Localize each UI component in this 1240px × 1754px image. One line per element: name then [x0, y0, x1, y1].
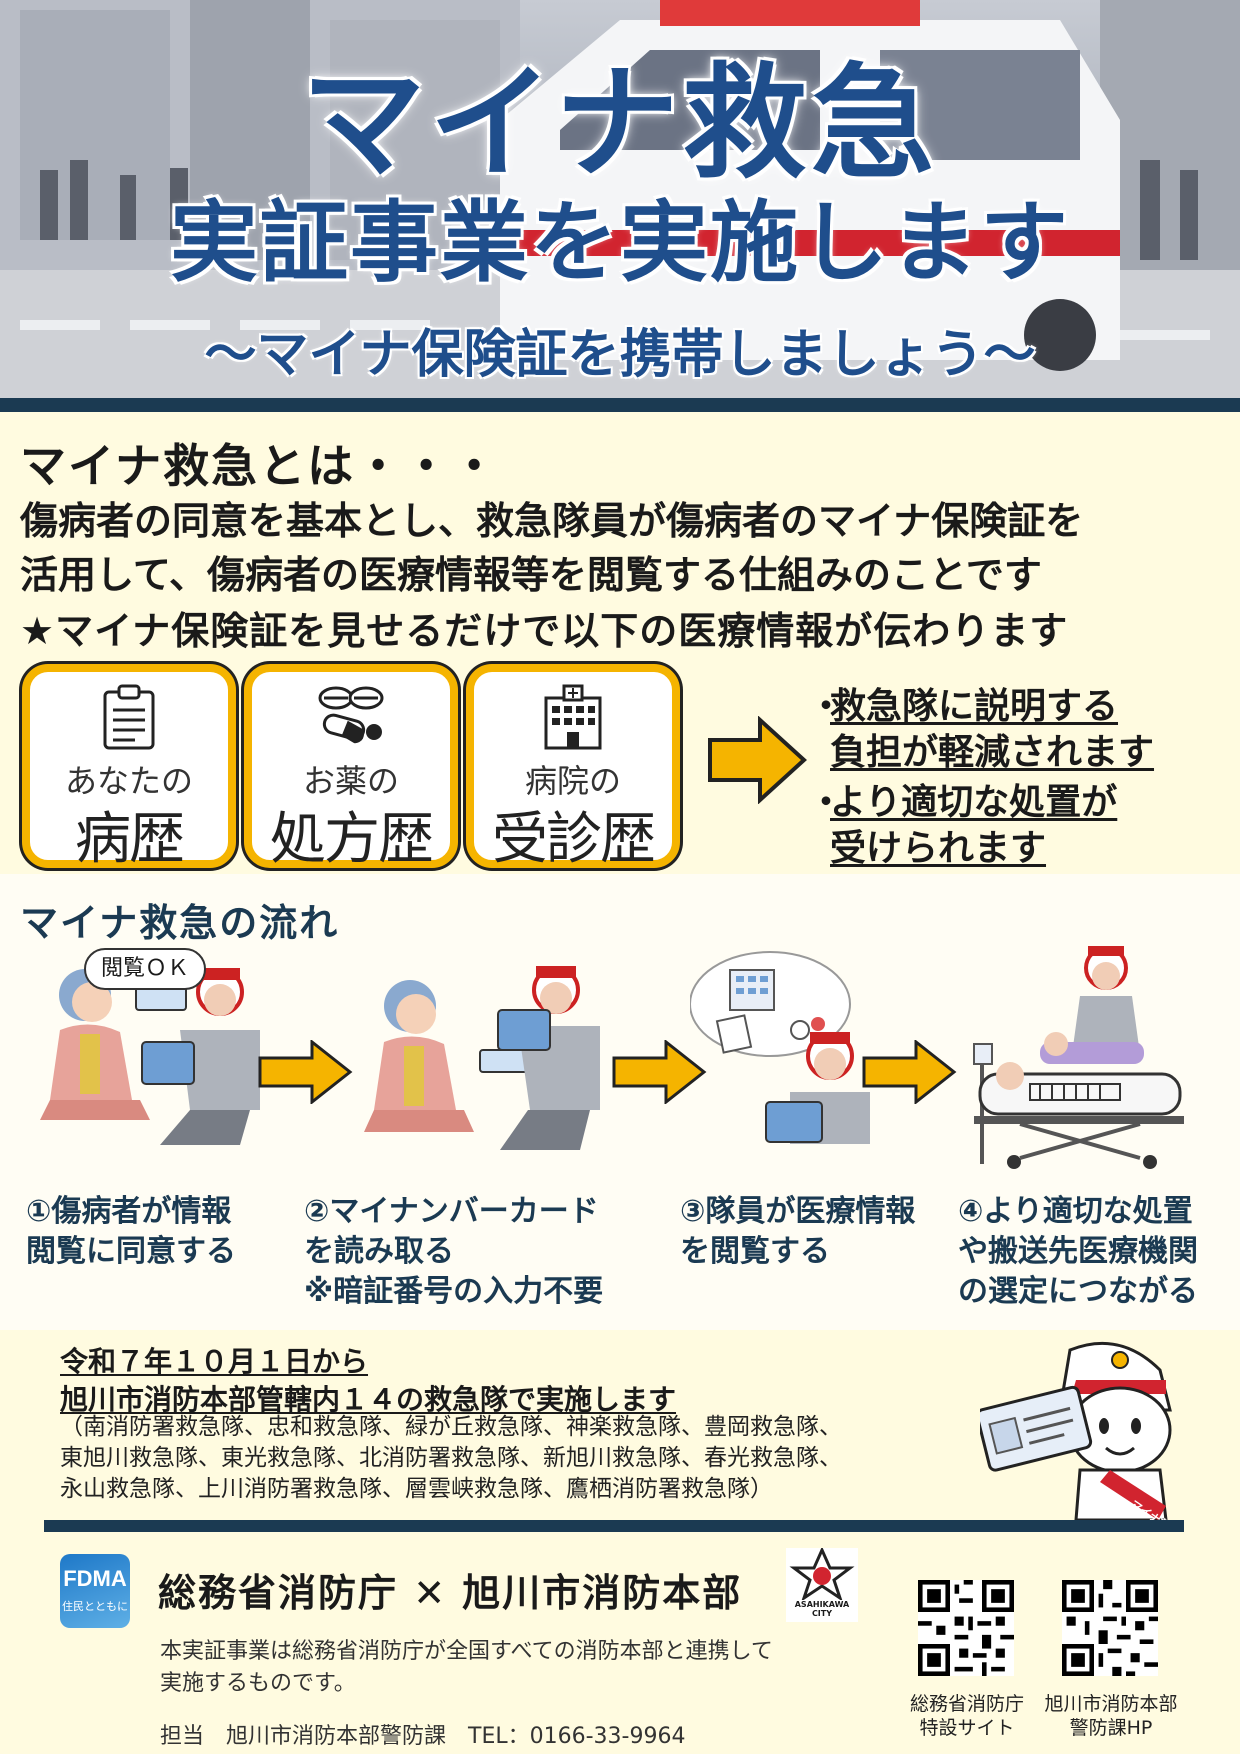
- contact-info: 担当 旭川市消防本部警防課 TEL：0166-33-9964: [160, 1724, 686, 1749]
- team-list: （南消防署救急隊、忠和救急隊、緑が丘救急隊、神楽救急隊、豊岡救急隊、 東旭川救急…: [60, 1412, 960, 1505]
- arrow-right-icon: [708, 716, 807, 804]
- clipboard-icon: [30, 684, 228, 754]
- flow-step-4: ④より適切な処置 や搬送先医療機関 の選定につながる: [958, 1192, 1198, 1312]
- bullet: ・: [808, 782, 845, 823]
- flow-step-2: ②マイナンバーカード を読み取る ※暗証番号の入力不要: [304, 1192, 603, 1312]
- tagline: ～マイナ保険証を携帯しましょう～: [204, 325, 1036, 385]
- fdma-logo: FDMA 住民とともに: [60, 1554, 130, 1628]
- flow-step-3: ③隊員が医療情報 を閲覧する: [680, 1192, 915, 1272]
- start-date: 令和７年１０月１日から: [60, 1345, 369, 1378]
- step-line: ②マイナンバーカード: [304, 1194, 599, 1229]
- fdma-logo-slogan: 住民とともに: [62, 1600, 128, 1613]
- asahikawa-city-logo: ASAHIKAWA CITY: [786, 1546, 858, 1622]
- card-visit-history: 病院の 受診歴: [466, 664, 680, 872]
- fdma-logo-text: FDMA: [63, 1566, 127, 1591]
- arrow-right-icon: [612, 1040, 707, 1104]
- benefit-item: ・ 救急隊に説明する 負担が軽減されます: [808, 684, 1155, 776]
- team-line: 東旭川救急隊、東光救急隊、北消防署救急隊、新旭川救急隊、春光救急隊、: [60, 1445, 842, 1471]
- qr-caption-fdma: 総務省消防庁 特設サイト: [892, 1692, 1042, 1740]
- organizers: 総務省消防庁 ✕ 旭川市消防本部: [158, 1571, 743, 1615]
- speech-bubble: 閲覧ＯＫ: [84, 948, 206, 990]
- qr-code-fdma[interactable]: [918, 1580, 1014, 1676]
- step-line: ※暗証番号の入力不要: [304, 1274, 604, 1309]
- qr-caption-asahikawa: 旭川市消防本部 警防課HP: [1036, 1692, 1186, 1740]
- card-label-small: あなたの: [64, 762, 193, 800]
- about-heading: マイナ救急とは・・・: [20, 439, 500, 493]
- card-label-big: 処方歴: [270, 807, 434, 872]
- bullet: ・: [808, 686, 845, 727]
- card-label-big: 受診歴: [492, 807, 656, 872]
- step-line: を読み取る: [304, 1234, 454, 1269]
- flow-heading: マイナ救急の流れ: [20, 901, 340, 945]
- ambulance-photo-background: [0, 0, 1240, 398]
- qr-caption-line: 特設サイト: [919, 1717, 1015, 1739]
- pills-icon: [252, 684, 450, 752]
- arrow-right-icon: [862, 1040, 957, 1104]
- about-description: 傷病者の同意を基本とし、救急隊員が傷病者のマイナ保険証を 活用して、傷病者の医療…: [20, 494, 1230, 602]
- benefit-line: 負担が軽減されます: [830, 732, 1155, 773]
- benefit-line: 受けられます: [830, 828, 1047, 869]
- hospital-icon: [474, 684, 672, 754]
- city-logo-name: ASAHIKAWA CITY: [794, 1600, 850, 1618]
- page-subtitle: 実証事業を実施します: [169, 191, 1070, 294]
- note-line: 実施するものです。: [160, 1671, 356, 1696]
- mascot-illustration: マイナ救急: [980, 1341, 1180, 1520]
- benefit-line: より適切な処置が: [830, 782, 1118, 823]
- viewing-info-illustration: [690, 951, 870, 1144]
- project-note: 本実証事業は総務省消防庁が全国すべての消防本部と連携して 実施するものです。: [160, 1636, 880, 1700]
- step-line: 閲覧に同意する: [26, 1234, 236, 1269]
- team-line: 永山救急隊、上川消防署救急隊、層雲峡救急隊、鷹栖消防署救急隊）: [60, 1476, 773, 1502]
- benefit-line: 救急隊に説明する: [830, 686, 1119, 727]
- card-prescription-history: お薬の 処方歴: [244, 664, 458, 872]
- note-line: 本実証事業は総務省消防庁が全国すべての消防本部と連携して: [160, 1639, 773, 1664]
- card-label-small: お薬の: [302, 762, 399, 800]
- card-label-big: 病歴: [75, 807, 185, 872]
- step-line: ③隊員が医療情報: [680, 1194, 916, 1229]
- step-line: を閲覧する: [680, 1234, 830, 1269]
- flow-step-1: ①傷病者が情報 閲覧に同意する: [26, 1192, 236, 1272]
- patient-consent-illustration: [40, 968, 260, 1145]
- hero-banner: マイナ救急 実証事業を実施します ～マイナ保険証を携帯しましょう～: [0, 0, 1240, 398]
- scope-text: 旭川市消防本部管轄内１４の救急隊で実施します: [60, 1383, 677, 1416]
- arrow-right-icon: [258, 1040, 353, 1104]
- id-card-icon: [980, 1385, 1093, 1472]
- card-medical-history: あなたの 病歴: [22, 664, 236, 872]
- qr-code-asahikawa[interactable]: [1062, 1580, 1158, 1676]
- team-line: （南消防署救急隊、忠和救急隊、緑が丘救急隊、神楽救急隊、豊岡救急隊、: [60, 1414, 842, 1440]
- treatment-transport-illustration: [973, 946, 1184, 1169]
- step-line: の選定につながる: [958, 1274, 1198, 1309]
- page-title: マイナ救急: [301, 52, 939, 196]
- info-intro: ★マイナ保険証を見せるだけで以下の医療情報が伝わります: [20, 609, 1069, 653]
- qr-caption-line: 旭川市消防本部: [1044, 1693, 1178, 1715]
- step-line: や搬送先医療機関: [958, 1234, 1198, 1269]
- divider-bar: [0, 398, 1240, 412]
- step-line: ④より適切な処置: [958, 1194, 1193, 1229]
- card-reading-illustration: [364, 966, 600, 1150]
- divider-bar: [44, 1520, 1184, 1532]
- qr-caption-line: 警防課HP: [1069, 1717, 1153, 1739]
- qr-caption-line: 総務省消防庁: [909, 1693, 1024, 1715]
- about-line: 活用して、傷病者の医療情報等を閲覧する仕組みのことです: [20, 553, 1042, 597]
- card-label-small: 病院の: [524, 762, 621, 800]
- about-line: 傷病者の同意を基本とし、救急隊員が傷病者のマイナ保険証を: [20, 499, 1084, 543]
- step-line: ①傷病者が情報: [26, 1194, 232, 1229]
- benefit-item: ・ より適切な処置が 受けられます: [808, 780, 1118, 872]
